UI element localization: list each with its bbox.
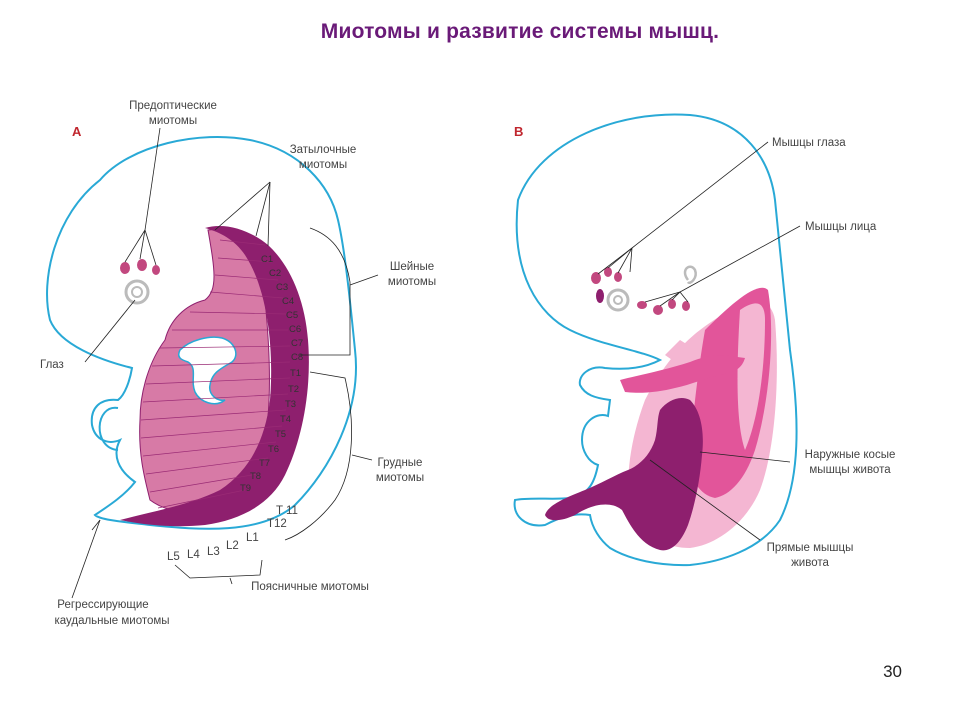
slide-title: Миотомы и развитие системы мышц. [320, 20, 720, 43]
segment-label: T6 [268, 444, 279, 455]
segment-label: C8 [291, 352, 303, 363]
panel-a-leaders [71, 127, 379, 599]
preoptic-myotomes-shapes [120, 259, 160, 275]
segment-label: L5 [167, 551, 180, 563]
label-caudal-1: Регрессирующие [57, 599, 148, 611]
label-cervical-2: миотомы [388, 276, 436, 288]
embryo-b-outline [513, 113, 798, 567]
label-rectus-2: живота [791, 557, 829, 569]
myotome-cavity [177, 336, 237, 405]
myotome-stripes [140, 239, 291, 509]
segment-label: T3 [285, 399, 296, 410]
label-occipital-2: миотомы [299, 159, 347, 171]
myotome-band-dark [120, 225, 309, 527]
segment-label: T1 [290, 368, 301, 379]
segment-label: T9 [240, 483, 251, 494]
label-preoptic-2: миотомы [149, 115, 197, 127]
panel-b: B [513, 113, 896, 569]
panel-b-leaders [597, 141, 801, 541]
label-oblique-2: мышцы живота [809, 464, 891, 476]
segment-label: L1 [246, 532, 259, 544]
panel-a: A [40, 100, 436, 627]
segment-label: T7 [259, 458, 270, 469]
segment-label: T4 [280, 414, 291, 425]
segment-label: L4 [187, 549, 200, 561]
segment-label: T8 [250, 471, 261, 482]
face-muscles-shapes [637, 299, 690, 315]
label-lumbar: Поясничные миотомы [251, 581, 369, 593]
segment-label: C6 [289, 324, 301, 335]
eye-a [124, 279, 150, 305]
eye-muscles-shapes [591, 267, 622, 303]
segment-label: L3 [207, 546, 220, 558]
label-face-muscles: Мышцы лица [805, 221, 877, 233]
panel-a-letter: A [72, 124, 82, 139]
label-thoracic-1: Грудные [378, 457, 423, 469]
segment-label: T2 [288, 384, 299, 395]
segment-label: C3 [276, 282, 288, 293]
label-preoptic-1: Предоптические [129, 100, 217, 112]
segment-labels: C1 C2 C3 C4 C5 C6 C7 C8 T1 T2 T3 T4 T5 T… [167, 254, 303, 563]
rectus-muscle [545, 398, 703, 551]
segment-label: L2 [226, 540, 239, 552]
arm-muscle [620, 355, 745, 393]
segment-label-t11: T 11 [276, 505, 298, 517]
embryo-a-outline [46, 136, 357, 530]
label-thoracic-2: миотомы [376, 472, 424, 484]
panel-b-letter: B [514, 124, 523, 139]
embryo-a-limb-bud [98, 406, 119, 451]
segment-label-t12: T12 [267, 518, 287, 530]
ear-b [683, 265, 697, 284]
label-caudal-2: каудальные миотомы [54, 615, 169, 627]
segment-label: C7 [291, 338, 303, 349]
segment-label: C4 [282, 296, 294, 307]
page-number: 30 [883, 662, 902, 681]
segment-label: C1 [261, 254, 273, 265]
shoulder-muscle [665, 340, 688, 362]
eye-b [606, 288, 630, 312]
label-rectus-1: Прямые мышцы [767, 542, 854, 554]
label-eye: Глаз [40, 359, 64, 371]
label-oblique-1: Наружные косые [805, 449, 896, 461]
segment-label: C5 [286, 310, 298, 321]
label-occipital-1: Затылочные [290, 144, 357, 156]
oblique-muscle-inner [737, 303, 765, 450]
segment-label: T5 [275, 429, 286, 440]
segment-label: C2 [269, 268, 281, 279]
label-eye-muscles: Мышцы глаза [772, 137, 846, 149]
label-cervical-1: Шейные [390, 261, 434, 273]
